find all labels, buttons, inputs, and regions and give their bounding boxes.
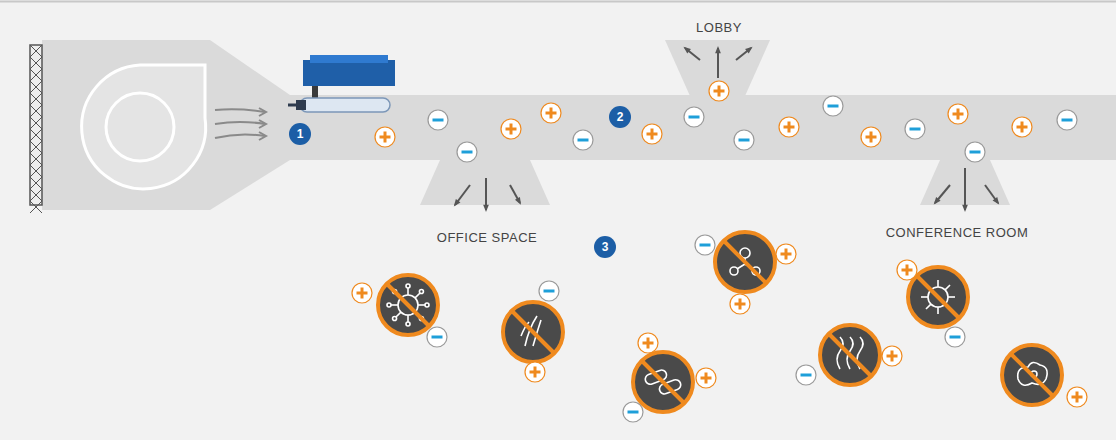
airflow-arrows [215, 108, 266, 140]
positive-ion [541, 103, 561, 123]
pathogen-icon [715, 232, 775, 292]
negative-ion [573, 130, 593, 150]
positive-ion [861, 127, 881, 147]
pathogen-icon [908, 267, 968, 327]
negative-ion [427, 327, 447, 347]
filter-grid [30, 45, 42, 213]
negative-ion [823, 96, 843, 116]
positive-ion [897, 260, 917, 280]
callout-circle: 2 [609, 106, 631, 128]
positive-ion [709, 81, 729, 101]
positive-ion [696, 368, 716, 388]
pathogen-icon [820, 325, 880, 385]
positive-ion [779, 117, 799, 137]
pathogen-icon [503, 302, 563, 362]
callout-circle: 3 [594, 236, 616, 258]
outflow-arrows [454, 46, 999, 212]
callout-number: 1 [297, 128, 304, 140]
negative-ion [734, 130, 754, 150]
positive-ion [1067, 387, 1087, 407]
negative-ion [965, 142, 985, 162]
negative-ion [796, 365, 816, 385]
lobby-branch [665, 40, 770, 96]
positive-ion [352, 283, 372, 303]
callout-number: 2 [617, 111, 624, 123]
positive-ion [501, 119, 521, 139]
positive-ion [948, 104, 968, 124]
negative-ion [457, 142, 477, 162]
callout-circle: 1 [289, 123, 311, 145]
pathogen-icon [633, 352, 693, 412]
negative-ion [905, 119, 925, 139]
ion-symbols [352, 81, 1087, 422]
negative-ion [684, 107, 704, 127]
negative-ion [428, 110, 448, 130]
callout-number: 3 [602, 241, 609, 253]
positive-ion [730, 294, 750, 314]
pathogen-icon [1002, 345, 1062, 405]
pathogen-icons [378, 232, 1062, 412]
positive-ion [642, 124, 662, 144]
positive-ion [1012, 117, 1032, 137]
room-label: LOBBY [696, 20, 742, 35]
ionizer-device [288, 55, 395, 112]
positive-ion [375, 127, 395, 147]
negative-ion [945, 327, 965, 347]
room-label: OFFICE SPACE [437, 230, 537, 245]
negative-ion [695, 235, 715, 255]
positive-ion [525, 362, 545, 382]
positive-ion [638, 333, 658, 353]
negative-ion [539, 281, 559, 301]
positive-ion [776, 244, 796, 264]
blower-fan [82, 65, 206, 189]
negative-ion [623, 402, 643, 422]
top-rule [0, 1, 1116, 3]
pathogen-icon [378, 275, 438, 335]
air-duct [42, 40, 1116, 210]
negative-ion [1057, 110, 1077, 130]
positive-ion [882, 346, 902, 366]
room-label: CONFERENCE ROOM [886, 225, 1029, 240]
